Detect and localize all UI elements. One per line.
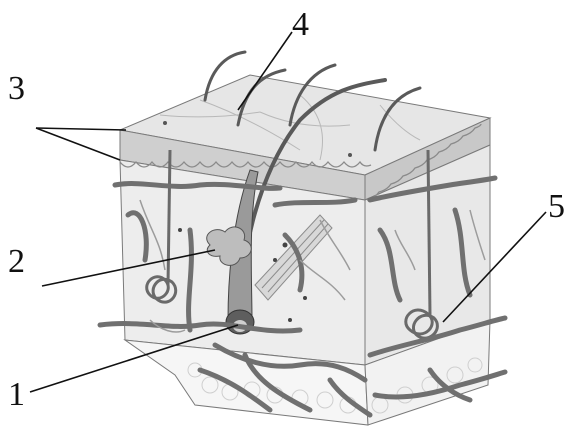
label-4: 4 (292, 8, 309, 42)
pore-left (163, 121, 167, 125)
label-5: 5 (548, 190, 565, 224)
label-3: 3 (8, 72, 25, 106)
label-2: 2 (8, 245, 25, 279)
leader-3b (36, 128, 120, 160)
pore-right (348, 153, 352, 157)
leader-3a (36, 128, 126, 130)
label-1: 1 (8, 378, 25, 412)
